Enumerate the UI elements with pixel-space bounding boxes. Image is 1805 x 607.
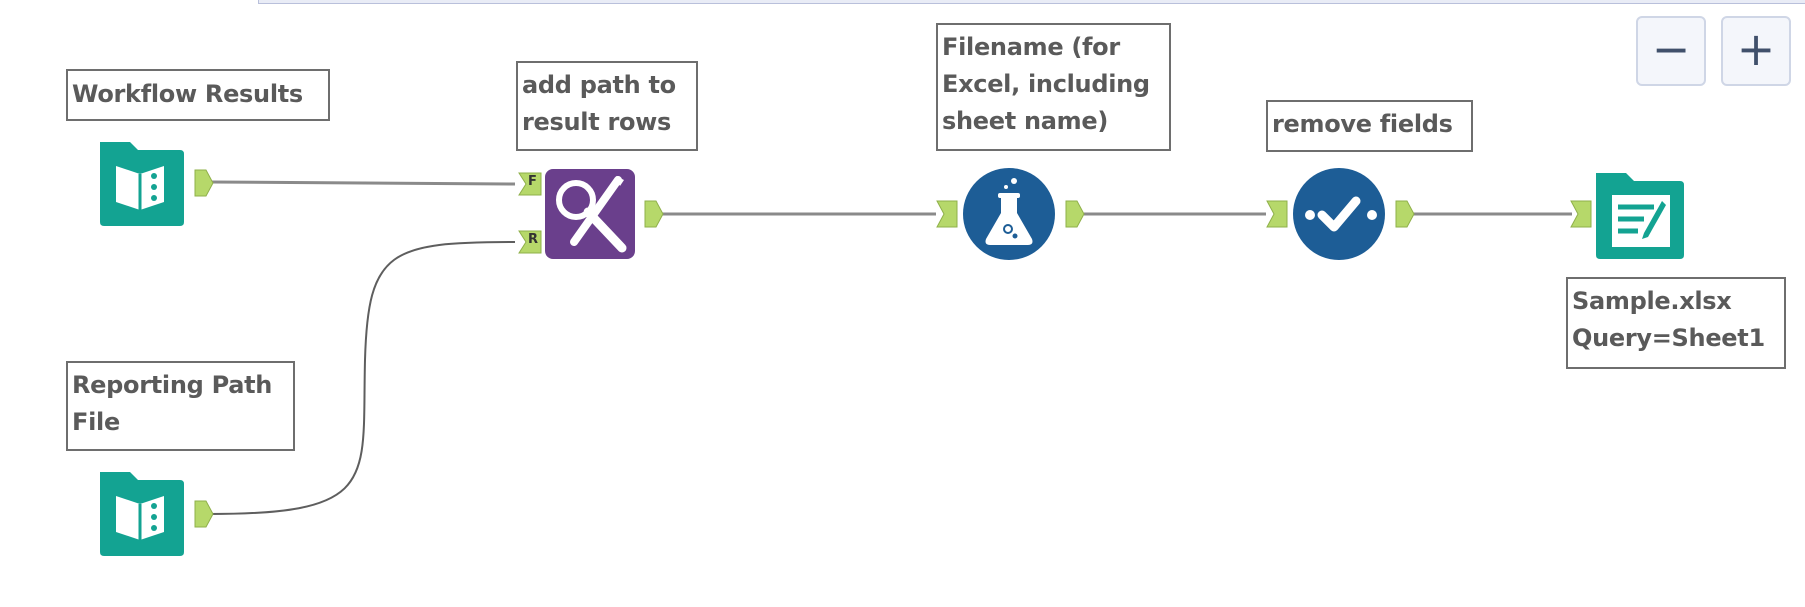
wire-workflow-results-to-find[interactable] xyxy=(209,180,516,186)
input-anchor-icon[interactable] xyxy=(1266,200,1288,228)
book-input-icon xyxy=(100,142,184,226)
formula-tool[interactable] xyxy=(962,167,1056,265)
output-anchor-icon[interactable] xyxy=(644,200,664,228)
input-anchor-find[interactable]: F xyxy=(518,172,542,196)
annotation-workflow-results: Workflow Results xyxy=(66,69,330,121)
select-tool[interactable] xyxy=(1292,167,1386,265)
input-anchor-icon[interactable] xyxy=(936,200,958,228)
canvas-scroll-edge xyxy=(258,0,1805,4)
annotation-filename: Filename (for Excel, including sheet nam… xyxy=(936,23,1171,151)
output-tool[interactable] xyxy=(1592,167,1686,265)
annotation-output: Sample.xlsx Query=Sheet1 xyxy=(1566,277,1786,369)
input-tool-workflow-results[interactable] xyxy=(94,136,186,232)
annotation-add-path: add path to result rows xyxy=(516,61,698,151)
annotation-reporting-path-file: Reporting Path File xyxy=(66,361,295,451)
input-anchor-icon[interactable] xyxy=(1570,200,1592,228)
select-check-icon xyxy=(1293,168,1385,260)
formula-flask-icon xyxy=(963,168,1055,260)
wire-reporting-path-to-replace[interactable] xyxy=(209,241,516,515)
zoom-in-button[interactable]: + xyxy=(1721,16,1791,86)
find-replace-tool[interactable] xyxy=(544,168,636,264)
output-anchor-icon[interactable] xyxy=(1395,200,1415,228)
book-input-icon xyxy=(100,472,184,556)
anchor-label-f: F xyxy=(528,174,537,189)
output-anchor-icon[interactable] xyxy=(194,500,214,528)
find-replace-icon xyxy=(545,169,635,259)
input-anchor-replace[interactable]: R xyxy=(518,230,542,254)
output-anchor-icon[interactable] xyxy=(194,169,214,197)
input-tool-reporting-path[interactable] xyxy=(94,466,186,562)
zoom-out-button[interactable]: − xyxy=(1636,16,1706,86)
annotation-remove-fields: remove fields xyxy=(1266,100,1473,152)
output-file-icon xyxy=(1596,173,1684,259)
anchor-label-r: R xyxy=(528,232,539,247)
output-anchor-icon[interactable] xyxy=(1065,200,1085,228)
